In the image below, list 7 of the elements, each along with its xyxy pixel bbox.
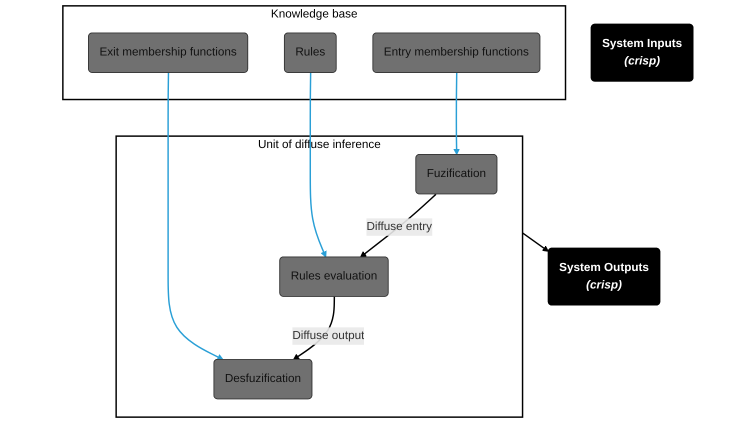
arrow (522, 232, 548, 252)
edge-label: Diffuse output (292, 329, 364, 342)
arrow (166, 72, 224, 360)
arrow (309, 72, 326, 258)
arrow (360, 194, 436, 258)
edge-label: Diffuse entry (366, 220, 432, 233)
arrow (452, 72, 460, 156)
